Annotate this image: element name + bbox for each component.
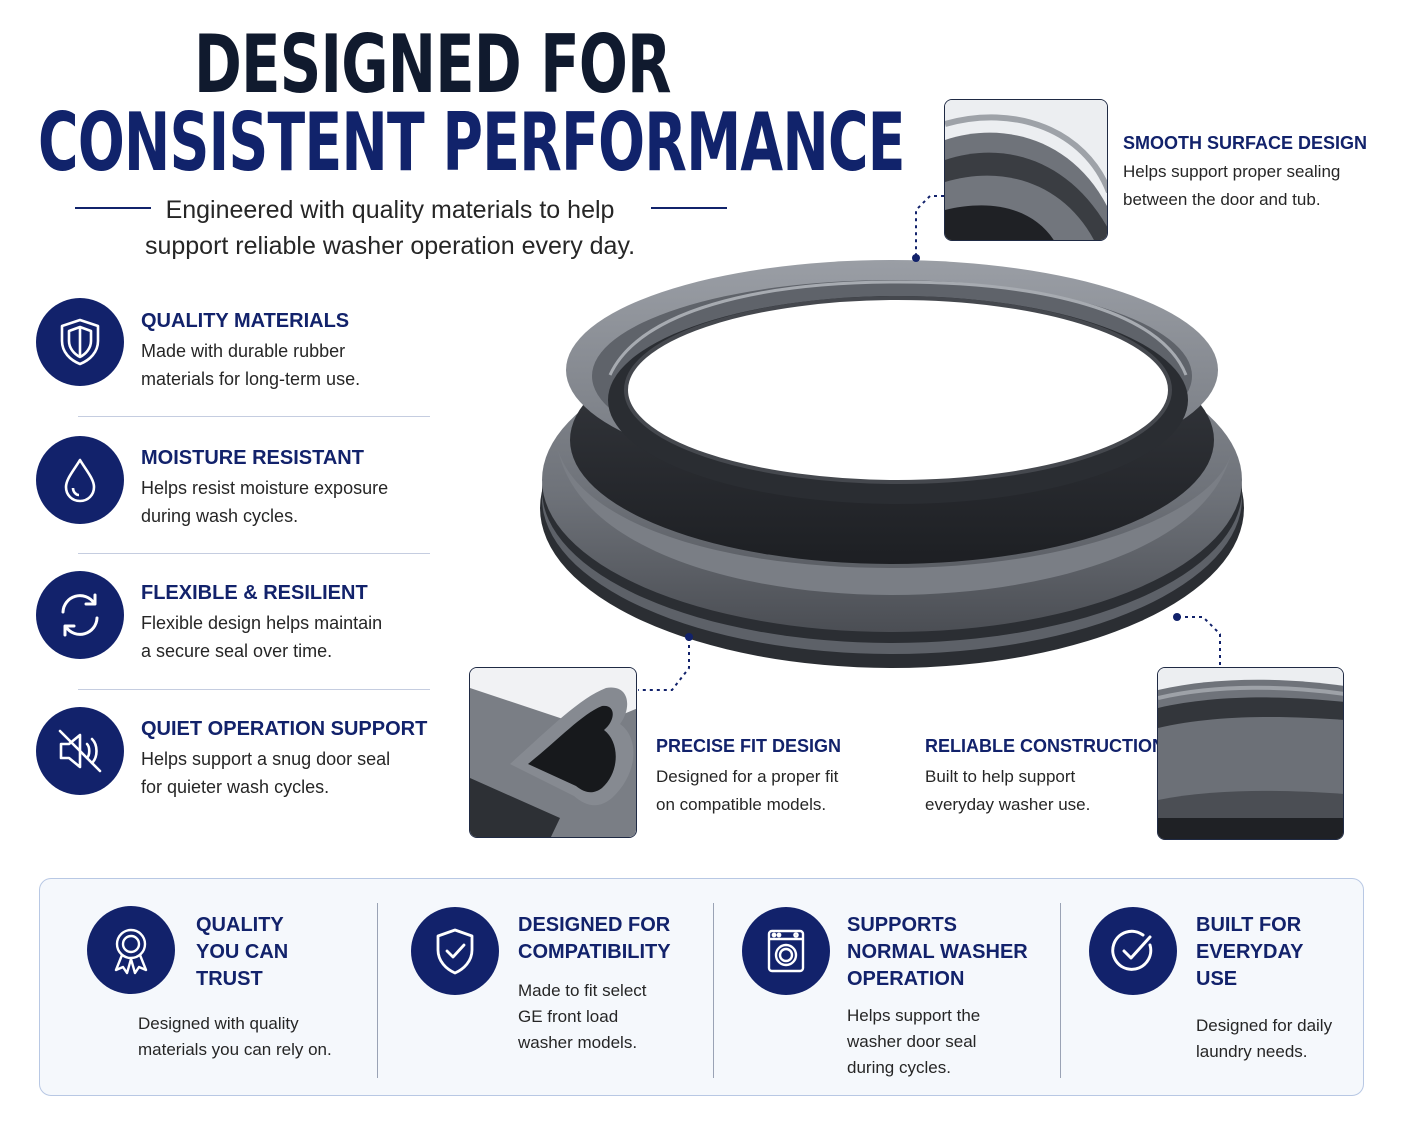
subtitle-line-1: Engineered with quality materials to hel… <box>165 196 615 224</box>
feature-title: QUALITY MATERIALS <box>141 310 350 332</box>
benefit-title: SUPPORTS NORMAL WASHER OPERATION <box>847 914 1028 990</box>
refresh-arrows-icon <box>36 571 124 659</box>
shield-icon <box>36 298 124 386</box>
precise-fit-closeup <box>469 667 637 838</box>
strip-divider <box>377 903 378 1078</box>
strip-divider <box>713 903 714 1078</box>
feature-title: FLEXIBLE & RESILIENT <box>141 582 368 604</box>
shield-check-icon <box>411 907 499 995</box>
benefit-desc: Designed for daily laundry needs. <box>1196 1016 1333 1061</box>
callout-desc: Designed for a proper fit on compatible … <box>656 767 839 814</box>
feature-divider <box>78 416 430 417</box>
feature-title: QUIET OPERATION SUPPORT <box>141 718 428 740</box>
feature-divider <box>78 553 430 554</box>
subtitle-rule-left <box>75 207 151 209</box>
feature-title: MOISTURE RESISTANT <box>141 447 364 469</box>
award-ribbon-icon <box>87 906 175 994</box>
callout-title: PRECISE FIT DESIGN <box>656 736 842 756</box>
smooth-surface-closeup <box>944 99 1108 241</box>
benefit-title: BUILT FOR EVERYDAY USE <box>1196 914 1304 990</box>
benefit-title: DESIGNED FOR COMPATIBILITY <box>518 914 671 963</box>
title-line-2: CONSISTENT PERFORMANCE <box>38 96 906 189</box>
subtitle: Engineered with quality materials to hel… <box>130 192 650 264</box>
check-circle-icon <box>1089 907 1177 995</box>
callout-desc: Built to help support everyday washer us… <box>925 767 1091 814</box>
callout-desc: Helps support proper sealing between the… <box>1123 162 1341 209</box>
feature-desc: Helps resist moisture exposure during wa… <box>141 478 389 526</box>
feature-desc: Helps support a snug door seal for quiet… <box>141 749 391 797</box>
strip-divider <box>1060 903 1061 1078</box>
callout-title: RELIABLE CONSTRUCTION <box>925 736 1165 756</box>
door-gasket-image <box>540 260 1244 668</box>
benefit-desc: Made to fit select GE front load washer … <box>518 981 647 1052</box>
benefit-desc: Designed with quality materials you can … <box>138 1014 332 1059</box>
feature-desc: Made with durable rubber materials for l… <box>141 341 361 389</box>
subtitle-rule-right <box>651 207 727 209</box>
callout-title: SMOOTH SURFACE DESIGN <box>1123 133 1368 153</box>
reliable-construction-closeup <box>1157 667 1344 840</box>
subtitle-line-2: support reliable washer operation every … <box>144 232 636 260</box>
title-line-1: DESIGNED FOR <box>194 18 672 111</box>
washing-machine-icon <box>742 907 830 995</box>
speaker-muted-icon <box>36 707 124 795</box>
feature-divider <box>78 689 430 690</box>
water-drop-icon <box>36 436 124 524</box>
feature-desc: Flexible design helps maintain a secure … <box>141 613 383 661</box>
benefit-title: QUALITY YOU CAN TRUST <box>196 914 289 990</box>
benefit-desc: Helps support the washer door seal durin… <box>847 1006 981 1077</box>
